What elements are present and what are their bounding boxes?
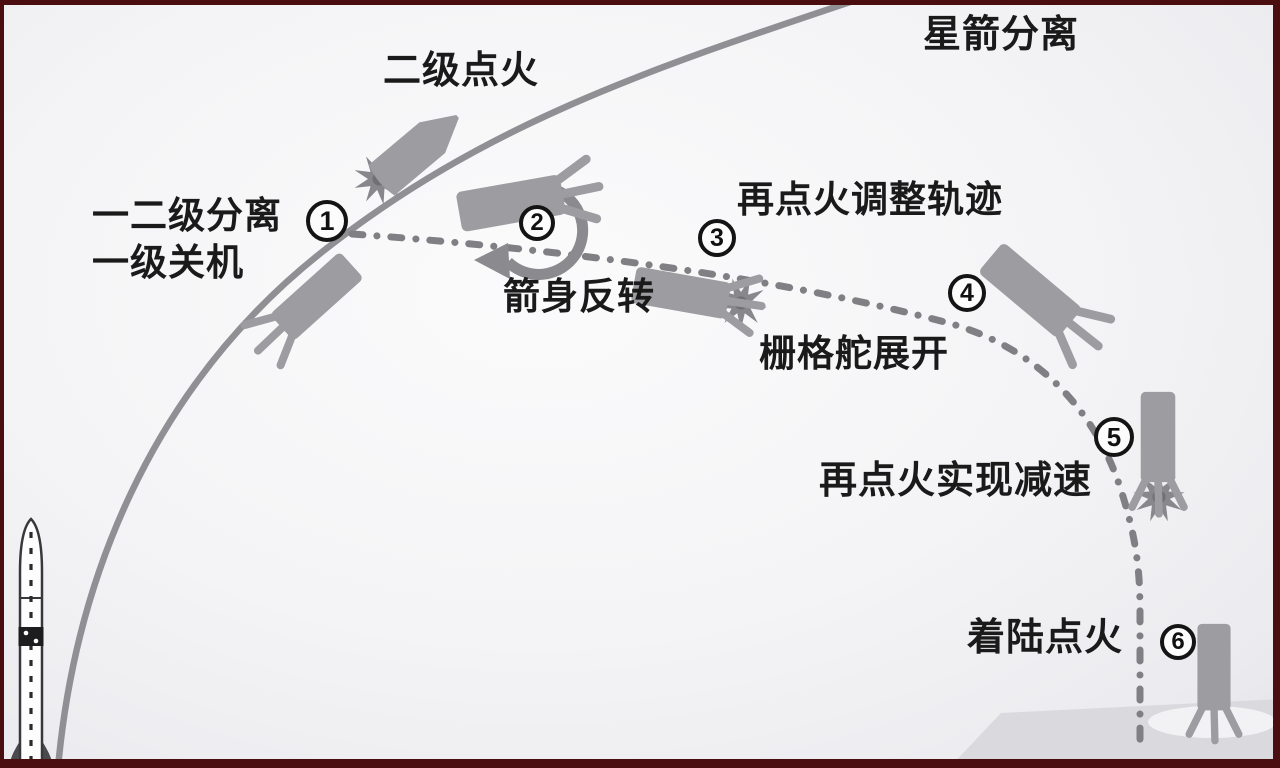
- booster-landed: [1189, 624, 1239, 741]
- step-marker-6: 6: [1160, 624, 1196, 660]
- landing-glow: [1148, 706, 1273, 738]
- launch-rocket: [10, 517, 52, 759]
- flip-rotation-arrow: [474, 184, 589, 280]
- booster-decelerating: [1132, 392, 1184, 514]
- step-marker-5: 5: [1094, 417, 1134, 457]
- label-reignite-decelerate: 再点火实现减速: [819, 460, 1093, 502]
- return-trajectory: [348, 230, 1144, 746]
- label-grid-fins-deploy: 栅格舵展开: [759, 333, 949, 374]
- label-first-stage-shutdown: 一级关机: [92, 242, 244, 283]
- step-marker-3: 3: [698, 219, 736, 257]
- ascent-arc: [55, 5, 852, 759]
- booster-grid-fins: [971, 234, 1116, 369]
- landing-pad: [957, 699, 1273, 759]
- rocket-black-band: [18, 627, 44, 646]
- label-satellite-rocket-separation: 星箭分离: [923, 14, 1080, 56]
- label-body-flip: 箭身反转: [503, 276, 655, 317]
- step-marker-2: 2: [519, 205, 555, 241]
- step-marker-1: 1: [306, 200, 348, 242]
- label-landing-ignition: 着陆点火: [967, 617, 1124, 659]
- step-marker-4: 4: [948, 274, 986, 312]
- label-second-stage-ignition: 二级点火: [383, 50, 540, 92]
- label-reignite-adjust-trajectory: 再点火调整轨迹: [737, 179, 1003, 220]
- label-stage-separation: 一二级分离: [92, 195, 282, 236]
